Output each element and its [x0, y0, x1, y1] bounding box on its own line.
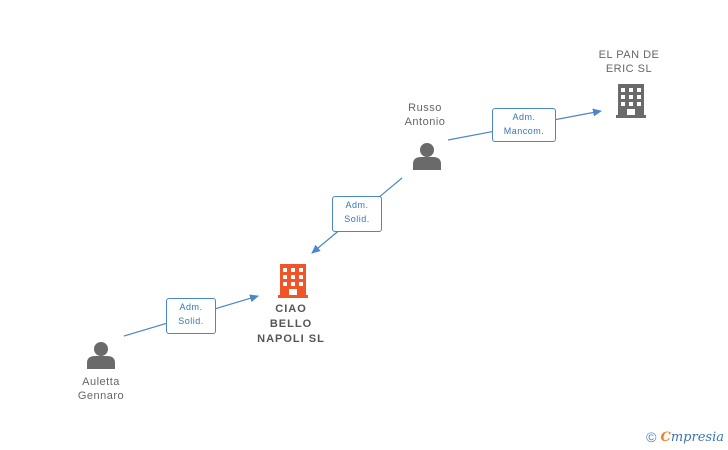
copyright-icon: ©: [646, 429, 657, 445]
edge-label-adm-solid-russo: Adm. Solid.: [332, 196, 382, 232]
building-icon-main[interactable]: [278, 264, 308, 298]
person-icon[interactable]: [87, 342, 115, 369]
brand-name: mpresia: [670, 429, 724, 445]
edge-label-line: Adm.: [345, 200, 369, 210]
person-label-russo-antonio[interactable]: Russo Antonio: [404, 102, 446, 128]
edge-label-adm-mancom: Adm. Mancom.: [492, 108, 556, 142]
company-label-ciao-bello-napoli[interactable]: CIAO BELLO NAPOLI SL: [257, 303, 325, 345]
edge-label-line: Mancom.: [503, 126, 545, 136]
person-icon[interactable]: [413, 143, 441, 170]
brand-mark: C: [660, 429, 671, 445]
person-label-auletta-gennaro[interactable]: Auletta Gennaro: [77, 376, 125, 402]
company-label-el-pan-de-eric[interactable]: EL PAN DE ERIC SL: [598, 49, 660, 75]
building-icon[interactable]: [616, 84, 646, 118]
empresia-logo: Cmpresia: [661, 430, 725, 445]
edge-label-adm-solid-auletta: Adm. Solid.: [166, 298, 216, 334]
footer-brand: © Cmpresia: [646, 428, 724, 446]
edge-label-line: Solid.: [344, 214, 370, 224]
edge-label-line: Adm.: [179, 302, 203, 312]
edge-label-line: Adm.: [512, 112, 536, 122]
edge-label-line: Solid.: [178, 316, 204, 326]
